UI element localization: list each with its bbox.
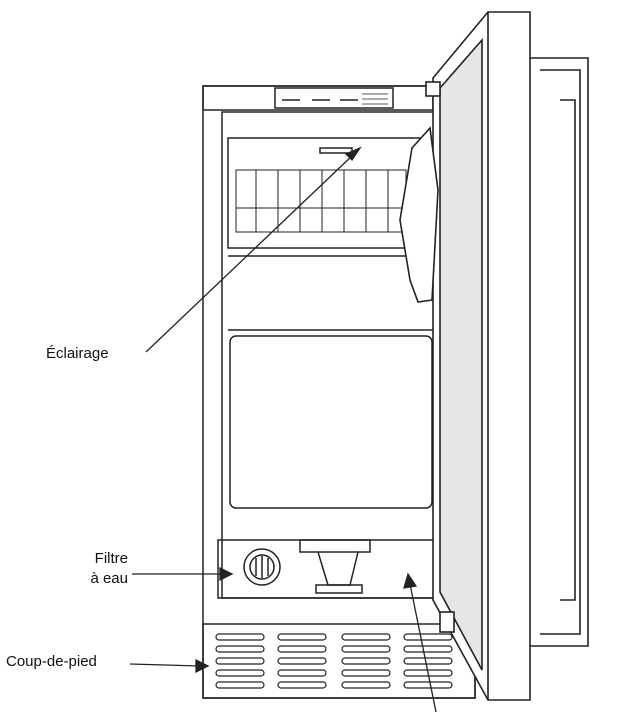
label-lighting: Éclairage <box>46 345 109 362</box>
label-kick-plate: Coup-de-pied <box>6 653 97 670</box>
lower-compartment <box>217 539 439 599</box>
arrow-kick-plate <box>129 663 201 667</box>
storage-bin <box>229 335 433 509</box>
water-filter-knob <box>243 548 281 586</box>
control-panel <box>202 85 434 111</box>
kick-plate-grille <box>202 623 476 699</box>
arrow-lower <box>409 583 437 713</box>
control-panel-buttons <box>274 87 394 109</box>
leader-lines <box>129 146 437 713</box>
arrow-lighting <box>145 153 355 353</box>
open-door <box>399 11 589 701</box>
light-fixture <box>319 147 353 154</box>
label-water-filter: Filtre à eau <box>90 550 128 587</box>
ice-scoop <box>399 126 439 303</box>
ice-bin <box>235 169 407 233</box>
interior-liner <box>221 111 435 599</box>
